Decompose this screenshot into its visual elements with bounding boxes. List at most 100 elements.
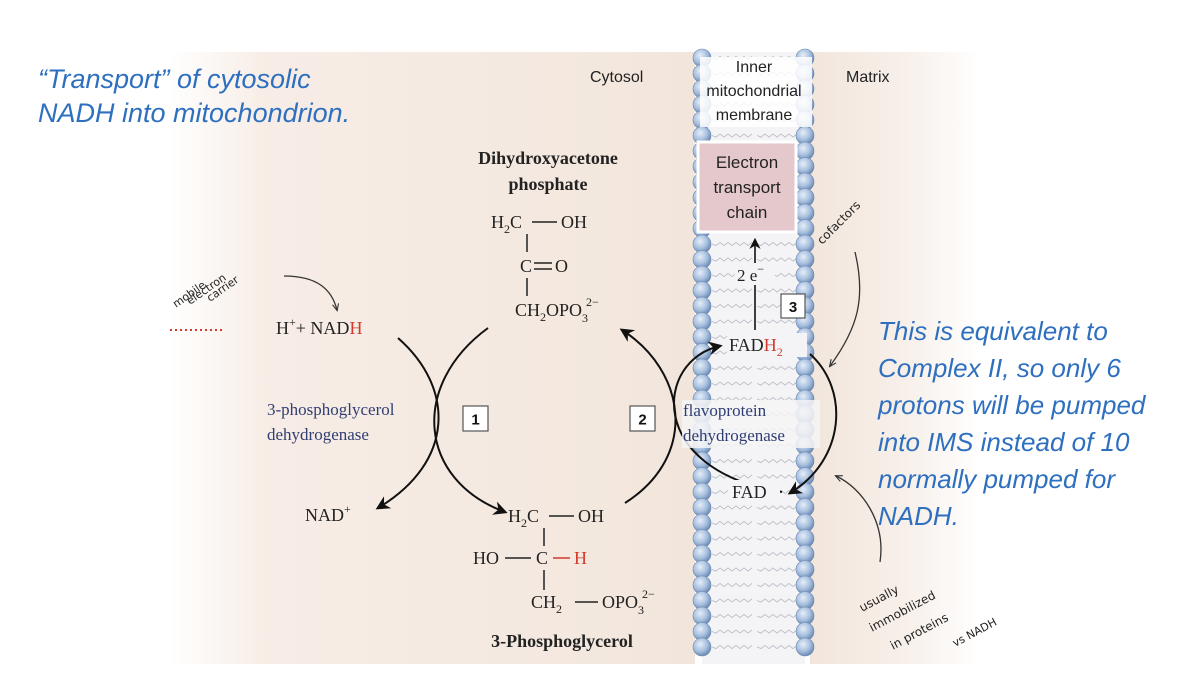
title-line-2: NADH into mitochondrion. [38,98,351,128]
electron-label-bg [735,263,775,285]
svg-text:2: 2 [638,412,646,429]
fad-label-bg [728,480,780,504]
cytosol-background [170,52,695,664]
membrane-bead [795,637,815,657]
lipid-tail [756,505,798,510]
lipid-tail [756,288,798,293]
electron-label: 2 e− [737,262,764,285]
lipid-tail [756,551,798,557]
svg-text:CH2: CH2 [531,592,562,616]
enzyme2-label-1: flavoprotein [683,401,767,420]
svg-text:HO: HO [473,548,499,568]
lipid-tail [756,241,798,247]
svg-text:C: C [520,256,532,276]
fad-label: FAD [732,482,767,502]
lipid-tail [711,613,753,619]
membrane-label-3: membrane [716,107,793,124]
enzyme1-label-2: dehydrogenase [267,425,369,444]
lipid-tail [756,520,798,526]
fad-to-fadh2-arrow [673,341,783,493]
enzyme2-label-bg [682,400,820,448]
lipid-tail [756,582,798,588]
lipid-tail [756,567,798,572]
membrane-bead [692,637,712,657]
etc-box [696,140,798,234]
lipid-tail [756,536,798,541]
lipid-tail [756,381,798,386]
etc-label-2: transport [713,178,780,197]
step-3-box: 3 [780,293,806,319]
svg-text:H2C: H2C [491,212,522,236]
lipid-tail [756,598,798,603]
membrane-label-1: Inner [736,59,773,76]
lipid-tail [711,365,753,371]
lipid-tail [711,319,753,324]
lipid-tail [711,381,753,386]
hand-curved-arrow-cofactors [830,251,861,366]
nad-label: NAD+ [305,502,351,525]
etc-label-1: Electron [716,153,778,172]
lipid-tail [756,474,798,479]
explanation-line-1: This is equivalent to [878,316,1108,346]
lipid-tail [711,567,753,572]
explanation-line-3: protons will be pumped [878,390,1146,420]
fadh2-to-fad-arrow [787,353,838,495]
g3p-structure: H2C OH HO C H CH2 OPO32− [473,506,655,617]
svg-text:3: 3 [789,299,797,316]
lipid-tail [756,365,798,371]
lipid-tail [711,505,753,510]
dhap-name-2: phosphate [508,174,587,194]
lipid-tail [711,598,753,603]
lipid-tail [711,536,753,541]
dhap-to-g3p-arrow [433,327,508,515]
lipid-tail [756,629,798,634]
step-2-box: 2 [629,405,656,432]
dhap-name-1: Dihydroxyacetone [478,148,618,168]
enzyme1-label-1: 3-phosphoglycerol [267,400,395,419]
svg-text:C: C [536,548,548,568]
svg-text:H2C: H2C [508,506,539,530]
lipid-tail [711,520,753,526]
svg-text:O: O [555,256,568,276]
hand-curved-arrow-nadh [283,275,337,310]
lipid-tail [756,319,798,324]
explanation-line-2: Complex II, so only 6 [878,353,1121,383]
lipid-tail [711,241,753,247]
title-note: “Transport” of cytosolic NADH into mitoc… [38,62,350,130]
title-line-1: “Transport” of cytosolic [38,64,311,94]
svg-text:OH: OH [561,212,587,232]
fadh2-label-bg [727,333,807,357]
lipid-tail [756,644,798,650]
cytosol-label: Cytosol [590,69,643,86]
enzyme2-label-2: dehydrogenase [683,426,785,445]
etc-label-3: chain [727,203,768,222]
hand-curved-arrow-usually [836,476,882,563]
reaction1-arrow [375,337,440,510]
explanation-note: This is equivalent to Complex II, so onl… [878,313,1183,535]
lipid-tail [711,629,753,634]
lipid-tail [756,613,798,619]
dhap-structure: H2C OH C O CH2OPO32− [491,212,599,325]
svg-text:H: H [574,548,587,568]
lipid-tail [756,133,798,138]
svg-text:1: 1 [471,412,479,429]
lipid-tail [711,458,753,464]
membrane-label-2: mitochondrial [706,83,801,100]
fadh2-label: FADH2 [729,335,783,359]
svg-text:OPO32−: OPO32− [602,587,655,617]
step-1-box: 1 [462,405,489,432]
lipid-tail [756,458,798,464]
nadh-label: H++ NADH [276,315,362,338]
lipid-tail [711,644,753,650]
lipid-tail [756,257,798,262]
svg-text:OH: OH [578,506,604,526]
lipid-tail [711,551,753,557]
lipid-tail [711,257,753,262]
lipid-tail [711,288,753,293]
lipid-tail [711,582,753,588]
svg-text:CH2OPO32−: CH2OPO32− [515,295,599,325]
matrix-background [810,52,980,664]
g3p-name: 3-Phosphoglycerol [491,631,633,651]
explanation-line-6: NADH. [878,501,959,531]
